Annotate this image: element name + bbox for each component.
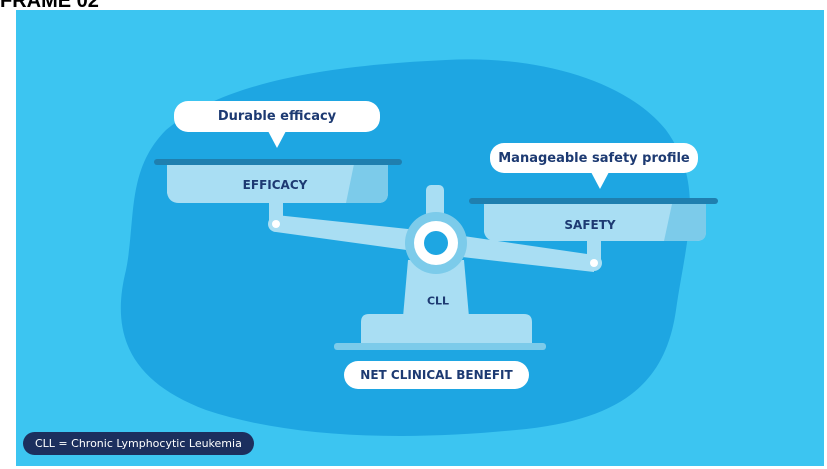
net-clinical-benefit-text: NET CLINICAL BENEFIT <box>360 368 513 382</box>
right-pan-bar <box>469 198 718 204</box>
durable-efficacy-bubble: Durable efficacy <box>174 101 380 132</box>
right-pan-shade <box>664 204 706 241</box>
frame-label: FRAME 02 <box>0 0 99 12</box>
abbreviation-footnote: CLL = Chronic Lymphocytic Leukemia <box>23 432 254 455</box>
durable-efficacy-text: Durable efficacy <box>217 109 337 124</box>
scale-column <box>403 260 469 317</box>
right-pivot-dot <box>590 259 598 267</box>
left-pan <box>167 164 388 203</box>
safety-profile-text: Manageable safety profile <box>498 150 690 166</box>
scale-beam <box>276 215 436 254</box>
scale-beam-right <box>436 232 594 272</box>
footnote-text: CLL = Chronic Lymphocytic Leukemia <box>35 437 242 450</box>
efficacy-label: EFFICACY <box>242 178 308 192</box>
balance-scale-illustration <box>120 59 718 436</box>
safety-label: SAFETY <box>564 218 616 232</box>
left-pivot-dot <box>272 220 280 228</box>
net-clinical-benefit-badge: NET CLINICAL BENEFIT <box>344 361 529 389</box>
illustration-panel: Durable efficacy Manageable safety profi… <box>16 10 824 466</box>
right-pan <box>484 204 706 241</box>
safety-profile-bubble: Manageable safety profile <box>490 143 698 173</box>
cll-label: CLL <box>426 294 450 308</box>
left-pan-bar <box>154 159 402 165</box>
scale-base <box>361 314 532 345</box>
left-pan-shade <box>346 164 388 203</box>
scale-base-foot <box>334 343 546 350</box>
center-hub-core <box>424 231 448 255</box>
